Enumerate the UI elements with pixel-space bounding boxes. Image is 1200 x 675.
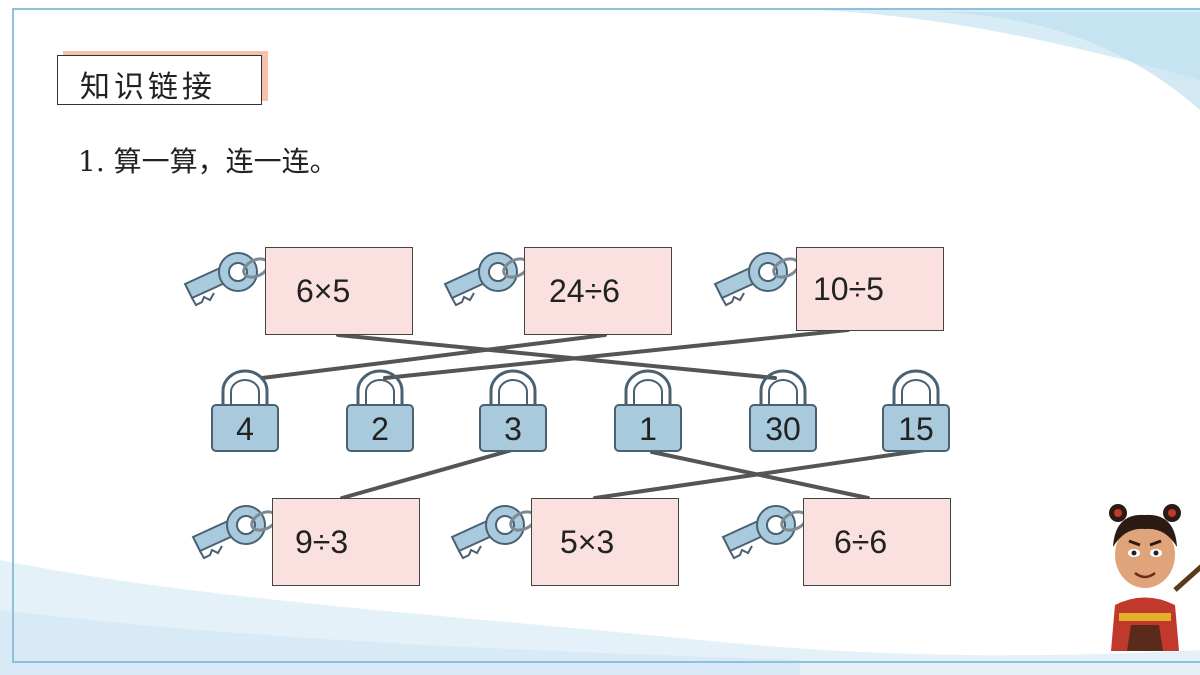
connector-lines xyxy=(260,328,927,500)
cartoon-character-icon xyxy=(1109,504,1200,651)
page-title: 知识链接 xyxy=(80,70,216,105)
expression-card: 24÷6 xyxy=(524,247,672,335)
expression-text: 9÷3 xyxy=(295,523,349,560)
connector-9div3-3 xyxy=(340,448,514,500)
frame-top xyxy=(12,8,1200,10)
connector-10div5-2 xyxy=(383,328,850,380)
expression-text: 5×3 xyxy=(560,523,615,560)
frame-bottom xyxy=(12,661,1200,663)
instruction-text: 1. 算一算，连一连。 xyxy=(78,145,338,178)
lock-number: 15 xyxy=(898,411,934,447)
expression-card: 6÷6 xyxy=(803,498,951,586)
key-icon xyxy=(450,504,540,560)
expression-card: 10÷5 xyxy=(796,247,944,331)
key-icon xyxy=(443,251,533,307)
expression-card: 5×3 xyxy=(531,498,679,586)
expression-text: 6×5 xyxy=(296,272,351,309)
title-box: 知识链接 xyxy=(57,55,262,105)
key-icon xyxy=(183,251,273,307)
expression-text: 6÷6 xyxy=(834,523,888,560)
expression-card: 9÷3 xyxy=(272,498,420,586)
lock-number: 1 xyxy=(639,411,657,447)
connector-6div6-1 xyxy=(650,450,870,500)
key-icon xyxy=(713,251,803,307)
key-icon xyxy=(191,504,281,560)
expression-text: 24÷6 xyxy=(549,272,620,309)
expression-text: 10÷5 xyxy=(813,270,884,307)
lock-number: 3 xyxy=(504,411,522,447)
key-icon xyxy=(721,504,811,560)
lock-number: 4 xyxy=(236,411,254,447)
lock-number: 2 xyxy=(371,411,389,447)
expression-card: 6×5 xyxy=(265,247,413,335)
frame-left xyxy=(12,8,14,662)
connector-6x5-30 xyxy=(336,333,777,380)
lock-number: 30 xyxy=(765,411,801,447)
connector-24div6-4 xyxy=(260,333,607,380)
